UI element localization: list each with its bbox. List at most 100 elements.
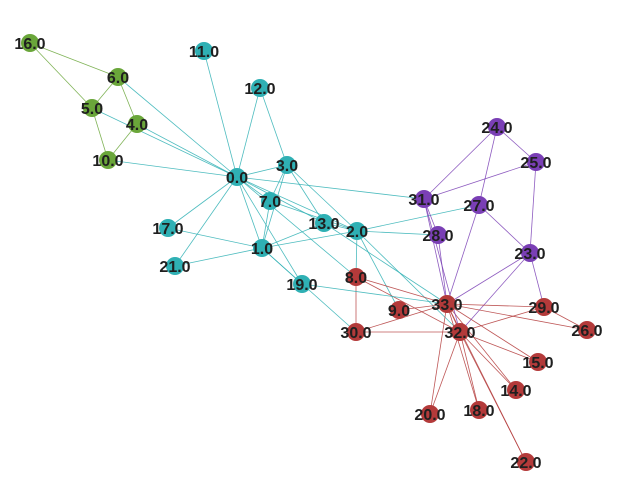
node-label-16: 16.0 — [14, 36, 45, 53]
edge-2-7 — [269, 200, 358, 232]
node-1[interactable] — [253, 239, 271, 257]
edge-8-33 — [355, 276, 448, 305]
node-label-33: 33.0 — [431, 297, 462, 314]
node-label-8: 8.0 — [345, 270, 367, 287]
node-22[interactable] — [517, 453, 535, 471]
node-label-32: 32.0 — [444, 325, 475, 342]
node-4[interactable] — [128, 115, 146, 133]
edge-26-33 — [446, 303, 588, 331]
node-7[interactable] — [261, 192, 279, 210]
node-19[interactable] — [293, 275, 311, 293]
node-29[interactable] — [535, 298, 553, 316]
edge-0-11 — [203, 50, 238, 178]
node-28[interactable] — [429, 226, 447, 244]
edge-23-25 — [529, 161, 537, 254]
edge-1-30 — [261, 247, 357, 333]
edge-8-32 — [355, 276, 461, 333]
node-20[interactable] — [421, 405, 439, 423]
edge-29-32 — [459, 306, 545, 333]
edge-24-27 — [478, 126, 498, 206]
node-label-28: 28.0 — [422, 228, 453, 245]
node-label-27: 27.0 — [463, 198, 494, 215]
node-label-12: 12.0 — [244, 81, 275, 98]
node-23[interactable] — [521, 244, 539, 262]
node-label-0: 0.0 — [226, 170, 248, 187]
edge-27-33 — [446, 204, 480, 305]
node-label-19: 19.0 — [286, 277, 317, 294]
edge-0-2 — [236, 176, 358, 232]
node-2[interactable] — [348, 222, 366, 240]
edge-29-33 — [446, 303, 545, 308]
edge-0-8 — [236, 176, 357, 278]
edge-0-6 — [117, 76, 238, 178]
node-15[interactable] — [529, 353, 547, 371]
node-25[interactable] — [527, 153, 545, 171]
node-12[interactable] — [251, 79, 269, 97]
node-5[interactable] — [83, 99, 101, 117]
edge-18-32 — [459, 331, 480, 411]
node-label-23: 23.0 — [514, 246, 545, 263]
node-label-2: 2.0 — [346, 224, 368, 241]
edge-3-12 — [259, 87, 288, 166]
edge-1-21 — [174, 247, 263, 267]
edge-23-29 — [529, 252, 545, 308]
labels-layer: 0.01.02.03.04.05.06.07.08.09.010.011.012… — [14, 36, 602, 472]
node-label-14: 14.0 — [500, 383, 531, 400]
node-label-5: 5.0 — [81, 101, 103, 118]
node-31[interactable] — [415, 190, 433, 208]
node-label-22: 22.0 — [510, 455, 541, 472]
node-21[interactable] — [166, 257, 184, 275]
edge-1-17 — [167, 227, 263, 249]
node-label-11: 11.0 — [189, 44, 219, 61]
edge-0-4 — [136, 123, 238, 178]
edge-3-13 — [286, 164, 325, 224]
node-32[interactable] — [451, 323, 469, 341]
node-label-4: 4.0 — [126, 117, 148, 134]
node-6[interactable] — [109, 68, 127, 86]
node-11[interactable] — [195, 42, 213, 60]
edge-15-33 — [446, 303, 539, 363]
node-label-24: 24.0 — [481, 120, 512, 137]
node-label-13: 13.0 — [308, 216, 339, 233]
node-30[interactable] — [347, 323, 365, 341]
node-17[interactable] — [159, 219, 177, 237]
edge-15-32 — [459, 331, 539, 363]
node-27[interactable] — [470, 196, 488, 214]
node-0[interactable] — [228, 168, 246, 186]
edge-23-27 — [478, 204, 531, 254]
edge-0-19 — [236, 176, 303, 285]
edge-2-27 — [356, 204, 480, 232]
node-26[interactable] — [578, 321, 596, 339]
edge-2-32 — [356, 230, 461, 333]
node-8[interactable] — [347, 268, 365, 286]
node-18[interactable] — [470, 401, 488, 419]
node-10[interactable] — [99, 151, 117, 169]
edge-23-32 — [459, 252, 531, 333]
edge-1-2 — [261, 230, 358, 249]
edge-1-13 — [261, 222, 325, 249]
node-label-9: 9.0 — [388, 303, 410, 320]
edge-19-33 — [301, 283, 448, 305]
node-label-25: 25.0 — [520, 155, 551, 172]
node-3[interactable] — [278, 156, 296, 174]
node-label-31: 31.0 — [408, 192, 439, 209]
edge-20-33 — [429, 303, 448, 415]
edge-20-32 — [429, 331, 461, 415]
edge-18-33 — [446, 303, 480, 411]
node-24[interactable] — [488, 118, 506, 136]
edge-0-10 — [107, 159, 238, 178]
edge-14-33 — [446, 303, 517, 391]
edge-0-13 — [236, 176, 325, 224]
node-9[interactable] — [390, 301, 408, 319]
edge-14-32 — [459, 331, 517, 391]
edge-0-17 — [167, 176, 238, 229]
node-13[interactable] — [315, 214, 333, 232]
nodes-layer — [21, 34, 596, 471]
edge-5-10 — [91, 107, 109, 161]
node-label-1: 1.0 — [251, 241, 273, 258]
node-16[interactable] — [21, 34, 39, 52]
node-14[interactable] — [507, 381, 525, 399]
node-33[interactable] — [438, 295, 456, 313]
